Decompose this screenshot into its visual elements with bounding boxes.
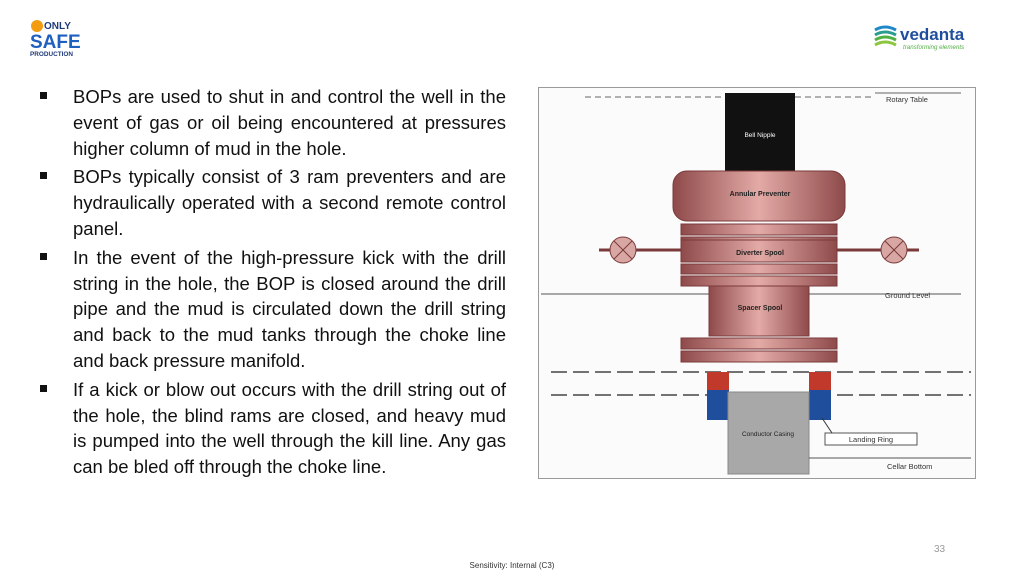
square-bullet-icon <box>40 384 47 392</box>
bell-nipple <box>725 93 795 173</box>
bullet-list: BOPs are used to shut in and control the… <box>40 84 506 483</box>
sun-icon <box>31 20 43 32</box>
spacer-spool-label: Spacer Spool <box>738 305 783 312</box>
bop-stack-drawing: Rotary Table Bell Nipple Annular Prevent… <box>541 92 971 475</box>
bell-nipple-label: Bell Nipple <box>744 132 775 139</box>
logo-text-production: PRODUCTION <box>30 51 73 58</box>
flange-mid <box>680 263 838 275</box>
spacer-spool <box>708 285 810 337</box>
landing-ring-callout <box>824 432 918 446</box>
flange-lower <box>680 337 838 350</box>
landing-ring-right <box>809 390 831 420</box>
rotary-table-label: Rotary Table <box>886 95 928 104</box>
ground-level-label: Ground Level <box>885 291 930 300</box>
conductor-casing-label: Conductor Casing <box>742 431 794 438</box>
bop-stack-diagram: Rotary Table Bell Nipple Annular Prevent… <box>538 87 976 479</box>
diverter-spool <box>680 239 838 263</box>
square-bullet-icon <box>40 252 47 260</box>
sensitivity-footer: Sensitivity: Internal (C3) <box>469 561 555 570</box>
bullet-text: In the event of the high-pressure kick w… <box>73 246 506 371</box>
diverter-spool-label: Diverter Spool <box>736 250 784 257</box>
landing-ring-left-red <box>707 372 729 390</box>
logo-text-safe: SAFE <box>30 32 81 53</box>
flange-lower-2 <box>680 350 838 363</box>
landing-ring-leader <box>821 417 833 434</box>
bullet-item: BOPs are used to shut in and control the… <box>40 84 506 161</box>
bullet-text: If a kick or blow out occurs with the dr… <box>73 378 506 478</box>
vedanta-tagline: transforming elements <box>903 44 964 51</box>
landing-ring-label: Landing Ring <box>849 435 893 444</box>
vedanta-name: vedanta <box>900 25 965 44</box>
bullet-item: BOPs typically consist of 3 ram prevente… <box>40 164 506 241</box>
square-bullet-icon <box>40 172 47 180</box>
conductor-casing <box>727 391 810 475</box>
bullet-text: BOPs typically consist of 3 ram prevente… <box>73 166 506 239</box>
right-valve-icon <box>880 236 908 264</box>
logo-text-only: ONLY <box>44 21 71 32</box>
square-bullet-icon <box>40 92 47 99</box>
bullet-item: In the event of the high-pressure kick w… <box>40 245 506 374</box>
flange-mid-2 <box>680 275 838 287</box>
page-number: 33 <box>934 544 946 555</box>
cellar-bottom-label: Cellar Bottom <box>887 462 932 471</box>
landing-ring-left <box>707 390 729 420</box>
left-valve-icon <box>609 236 637 264</box>
annular-preventer-label: Annular Preventer <box>730 191 791 198</box>
vedanta-logo: vedanta transforming elements <box>874 25 965 51</box>
flange-upper <box>680 223 838 236</box>
only-safe-production-logo: ONLY SAFE PRODUCTION <box>30 20 81 58</box>
vedanta-leaf-icon <box>874 25 897 47</box>
annular-preventer <box>672 170 846 222</box>
bullet-item: If a kick or blow out occurs with the dr… <box>40 377 506 480</box>
bullet-text: BOPs are used to shut in and control the… <box>73 86 506 159</box>
landing-ring-right-red <box>809 372 831 390</box>
